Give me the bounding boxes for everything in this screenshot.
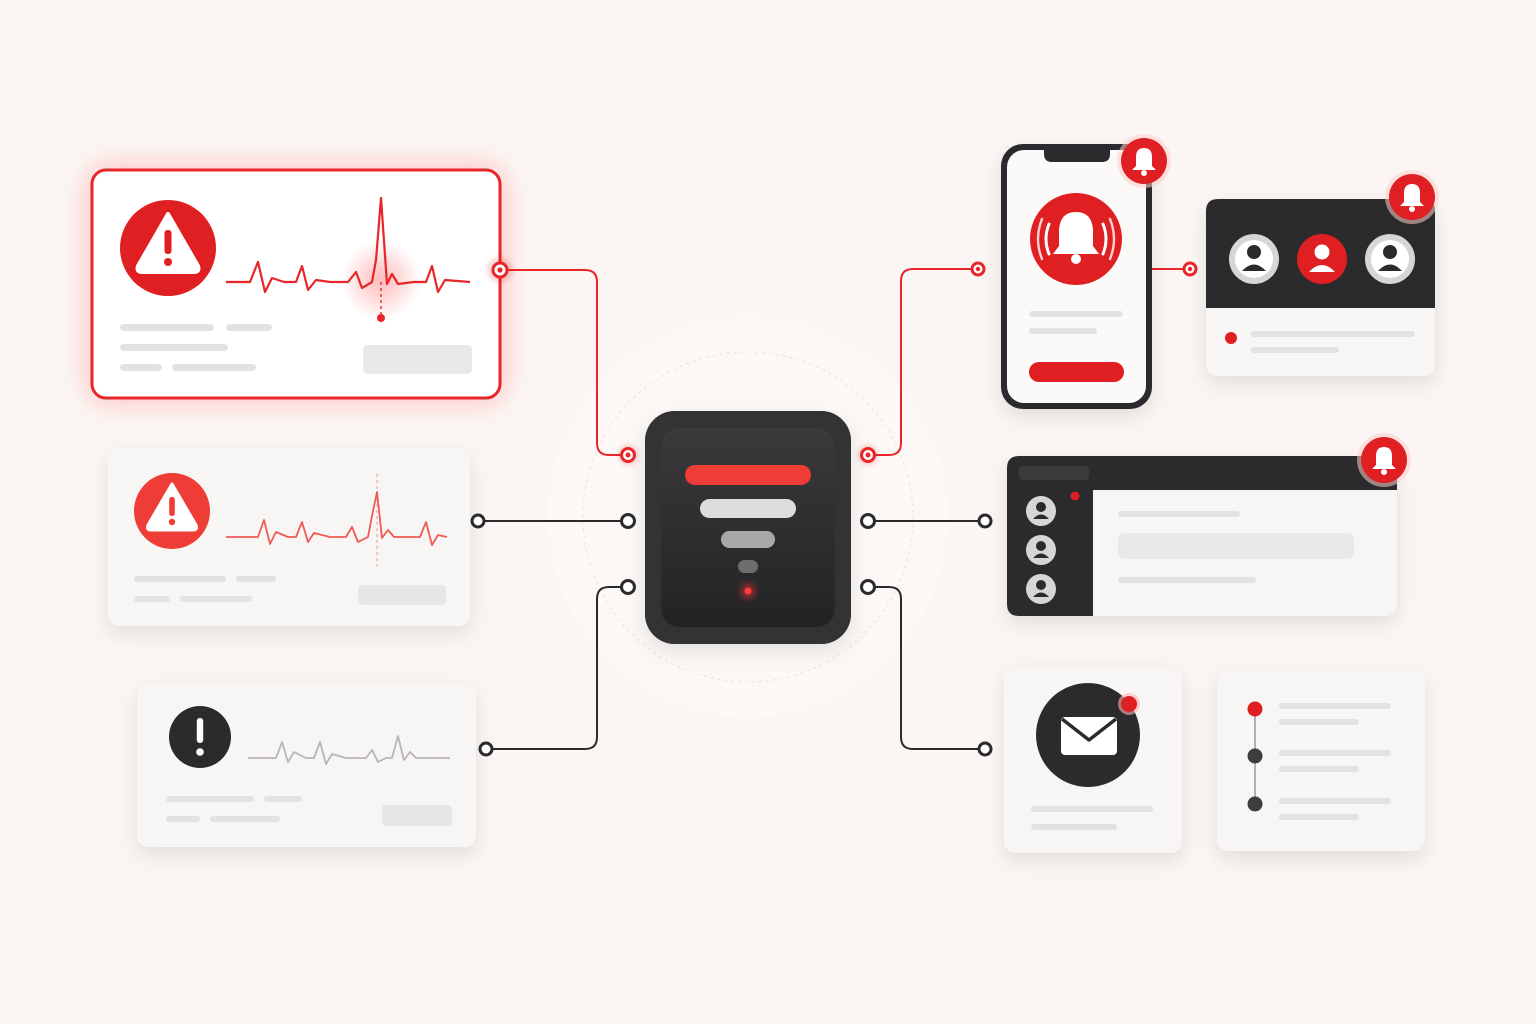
alert-card-critical[interactable]	[90, 168, 502, 400]
warning-triangle-icon	[134, 473, 210, 549]
heartbeat-waveform	[226, 196, 471, 294]
alert-card-info[interactable]	[137, 683, 476, 847]
port-team-in[interactable]	[1182, 261, 1198, 277]
status-led-red	[740, 583, 756, 599]
port-warning-out[interactable]	[470, 513, 486, 529]
envelope-icon	[1036, 683, 1140, 787]
routing-hub[interactable]	[645, 411, 851, 644]
filter-funnel-icon	[685, 465, 811, 573]
chat-channel-card[interactable]	[1007, 456, 1397, 616]
port-info-out[interactable]	[478, 741, 494, 757]
user-avatar-icon	[1026, 574, 1056, 604]
user-avatar-icon	[1026, 535, 1056, 565]
user-avatar-icon	[1026, 496, 1056, 526]
connector-critical	[500, 269, 628, 456]
port-email-in[interactable]	[977, 741, 993, 757]
mobile-push-device[interactable]	[1001, 144, 1152, 409]
connector-mobile	[868, 268, 978, 456]
exclamation-circle-icon	[169, 706, 231, 768]
connector-info	[486, 586, 628, 750]
user-avatar-icon	[1365, 234, 1415, 284]
port-chat-in[interactable]	[977, 513, 993, 529]
heartbeat-waveform	[226, 491, 448, 546]
bell-icon	[1117, 134, 1171, 188]
ringing-bell-icon	[1030, 193, 1122, 285]
port-mobile-in[interactable]	[970, 261, 986, 277]
heartbeat-waveform	[248, 735, 450, 765]
timeline-icon	[1247, 701, 1263, 812]
connectors	[478, 268, 1190, 750]
hub-ports[interactable]	[619, 446, 877, 595]
email-card[interactable]	[1004, 666, 1182, 853]
bell-icon	[1357, 433, 1411, 487]
acknowledge-button[interactable]	[1029, 362, 1124, 382]
port-critical-out[interactable]	[488, 258, 512, 282]
user-avatar-icon	[1297, 234, 1347, 284]
bell-icon	[1385, 170, 1439, 224]
user-avatar-icon	[1229, 234, 1279, 284]
on-call-team-card[interactable]	[1206, 199, 1435, 376]
warning-triangle-icon	[120, 200, 216, 296]
alert-card-warning[interactable]	[108, 448, 470, 626]
timeline-card[interactable]	[1217, 671, 1425, 851]
connector-email	[868, 586, 985, 750]
